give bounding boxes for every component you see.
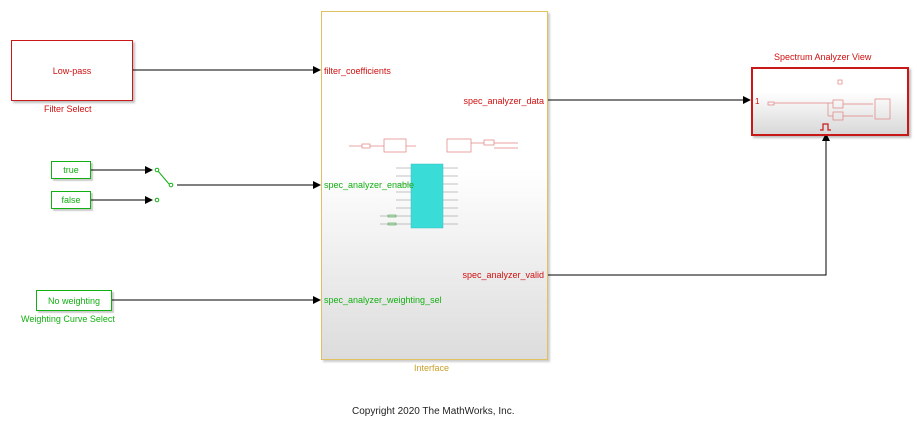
weighting-select-value: No weighting	[47, 295, 101, 306]
interface-subsystem-block[interactable]: filter_coefficients spec_analyzer_enable…	[321, 11, 548, 360]
manual-switch-icon	[154, 167, 174, 203]
weighting-select-caption: Weighting Curve Select	[21, 314, 115, 324]
port-spec-analyzer-enable: spec_analyzer_enable	[324, 180, 415, 190]
subsystem-preview-icon	[349, 138, 518, 229]
copyright-text: Copyright 2020 The MathWorks, Inc.	[352, 406, 515, 417]
false-constant-block[interactable]: false	[51, 191, 91, 209]
weighting-select-block[interactable]: No weighting	[36, 290, 112, 311]
pulse-trigger-icon	[820, 123, 831, 131]
false-constant-value: false	[61, 195, 81, 205]
interface-caption: Interface	[414, 363, 450, 373]
true-constant-value: true	[63, 165, 79, 175]
spectrum-preview-icon	[767, 79, 891, 121]
spectrum-input-port-number: 1	[755, 97, 760, 106]
port-filter-coefficients: filter_coefficients	[324, 66, 391, 76]
spectrum-caption: Spectrum Analyzer View	[774, 52, 872, 62]
filter-select-value: Low-pass	[52, 65, 92, 76]
filter-select-caption: Filter Select	[44, 104, 92, 114]
spectrum-analyzer-block[interactable]: 1	[751, 67, 909, 136]
wire-spec-analyzer-valid	[547, 133, 830, 276]
filter-select-block[interactable]: Low-pass	[11, 40, 133, 101]
port-spec-analyzer-data: spec_analyzer_data	[463, 96, 544, 106]
true-constant-block[interactable]: true	[51, 161, 91, 179]
port-spec-analyzer-weighting-sel: spec_analyzer_weighting_sel	[324, 295, 442, 305]
port-spec-analyzer-valid: spec_analyzer_valid	[462, 270, 544, 280]
